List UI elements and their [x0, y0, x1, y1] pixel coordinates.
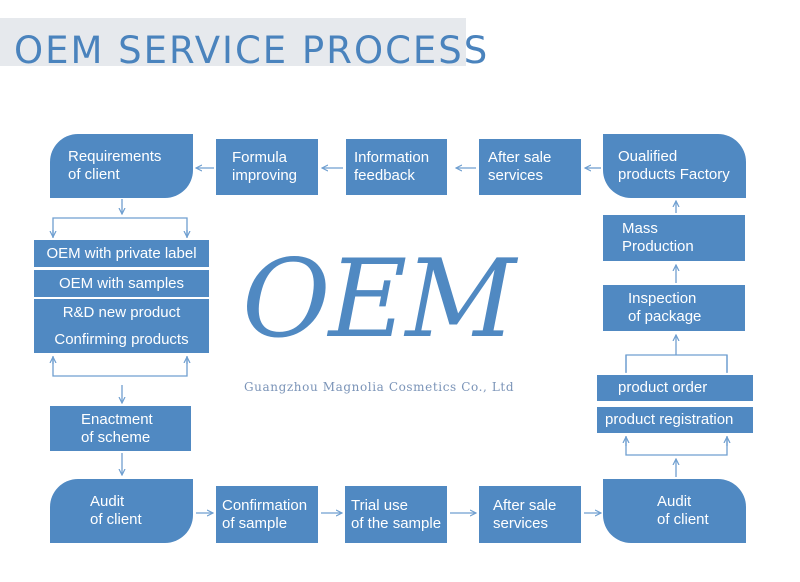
bracket-above-order — [625, 354, 728, 373]
option-confirming-products: Confirming products — [34, 326, 209, 353]
audit-of-client-left-box: Audit of client — [50, 479, 193, 543]
audit-of-client-left-label: Audit of client — [90, 493, 142, 528]
enactment-of-scheme-label: Enactment of scheme — [81, 410, 153, 446]
option-private-label: OEM with private label — [34, 240, 209, 267]
formula-improving-label: Formula improving — [232, 149, 298, 184]
inspection-of-package-box: Inspection of package — [603, 285, 745, 331]
split-bracket-top-left — [52, 217, 188, 238]
information-feedback-label: Information feedback — [354, 149, 430, 184]
qualified-products-factory-label: Oualified products Factory — [618, 148, 730, 183]
requirements-of-client-box: Requirements of client — [50, 134, 193, 198]
join-bracket-left — [52, 356, 188, 377]
option-rd-new-product: R&D new product — [34, 299, 209, 326]
inspection-of-package-label: Inspection of package — [628, 290, 702, 325]
product-registration-box: product registration — [597, 407, 753, 433]
company-name: Guangzhou Magnolia Cosmetics Co., Ltd — [244, 380, 515, 394]
confirmation-of-sample-label: Confirmation of sample — [222, 496, 308, 532]
qualified-products-factory-box: Oualified products Factory — [603, 134, 746, 198]
after-sale-services-top-label: After sale services — [488, 149, 552, 184]
option-private-label-text: OEM with private label — [46, 244, 197, 262]
title-band — [0, 18, 466, 66]
option-with-samples: OEM with samples — [34, 270, 209, 297]
formula-improving-box: Formula improving — [216, 139, 318, 195]
trial-use-label: Trial use of the sample — [351, 496, 442, 532]
requirements-of-client-label: Requirements of client — [68, 148, 162, 183]
trial-use-box: Trial use of the sample — [345, 486, 447, 543]
audit-of-client-right-label: Audit of client — [657, 493, 709, 528]
bracket-below-registration — [625, 436, 728, 456]
mass-production-box: Mass Production — [603, 215, 745, 261]
option-with-samples-text: OEM with samples — [58, 274, 185, 292]
enactment-of-scheme-box: Enactment of scheme — [50, 406, 191, 451]
product-order-label: product order — [618, 379, 708, 396]
information-feedback-box: Information feedback — [346, 139, 447, 195]
after-sale-services-bottom-box: After sale services — [479, 486, 581, 543]
after-sale-services-top-box: After sale services — [479, 139, 581, 195]
page-title: OEM SERVICE PROCESS — [14, 29, 490, 72]
option-confirming-products-text: Confirming products — [54, 330, 189, 348]
option-rd-new-product-text: R&D new product — [62, 303, 181, 321]
audit-of-client-right-box: Audit of client — [603, 479, 746, 543]
confirmation-of-sample-box: Confirmation of sample — [216, 486, 318, 543]
after-sale-services-bottom-label: After sale services — [493, 496, 557, 532]
product-order-box: product order — [597, 375, 753, 401]
mass-production-label: Mass Production — [622, 220, 694, 255]
oem-logo: OEM — [242, 237, 516, 362]
product-registration-label: product registration — [605, 411, 734, 428]
